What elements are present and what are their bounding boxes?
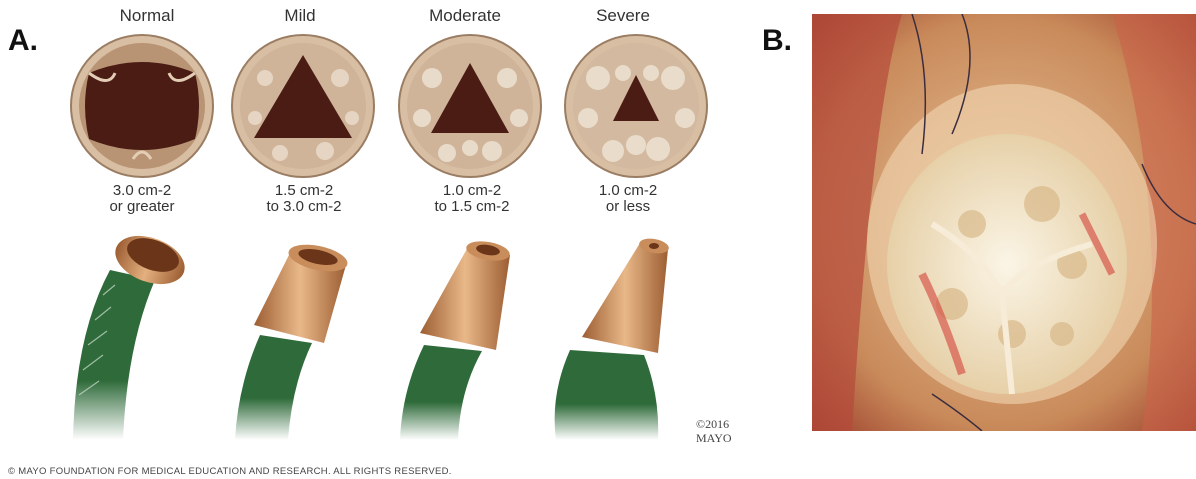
grade-title-mild: Mild (225, 6, 375, 26)
grade-area-moderate-line2: to 1.5 cm-2 (397, 199, 547, 215)
grade-title-normal: Normal (72, 6, 222, 26)
grade-area-moderate-line1: 1.0 cm-2 (397, 183, 547, 199)
surgical-valve-photo (812, 14, 1196, 431)
grade-area-normal-line2: or greater (67, 199, 217, 215)
copyright-mark-text: MAYO (696, 431, 732, 445)
hose-normal (55, 225, 205, 445)
valve-normal (69, 33, 215, 179)
grade-title-severe: Severe (548, 6, 698, 26)
footer-copyright: © MAYO FOUNDATION FOR MEDICAL EDUCATION … (8, 466, 452, 477)
panel-b-label: B. (762, 24, 792, 58)
valve-mild (230, 33, 376, 179)
panel-a-label: A. (8, 24, 38, 58)
valve-moderate (397, 33, 543, 179)
grade-area-mild: 1.5 cm-2 to 3.0 cm-2 (229, 183, 379, 215)
valve-severe (563, 33, 709, 179)
grade-area-normal: 3.0 cm-2 or greater (67, 183, 217, 215)
grade-area-severe: 1.0 cm-2 or less (553, 183, 703, 215)
hose-mild (220, 225, 370, 445)
grade-area-severe-line2: or less (553, 199, 703, 215)
hose-moderate (388, 225, 538, 445)
grade-area-moderate: 1.0 cm-2 to 1.5 cm-2 (397, 183, 547, 215)
copyright-year: ©2016 MAYO (696, 417, 732, 445)
copyright-year-text: ©2016 (696, 417, 732, 431)
grade-title-moderate: Moderate (390, 6, 540, 26)
grade-area-normal-line1: 3.0 cm-2 (67, 183, 217, 199)
hose-severe (548, 225, 698, 445)
grade-area-severe-line1: 1.0 cm-2 (553, 183, 703, 199)
grade-area-mild-line2: to 3.0 cm-2 (229, 199, 379, 215)
grade-area-mild-line1: 1.5 cm-2 (229, 183, 379, 199)
